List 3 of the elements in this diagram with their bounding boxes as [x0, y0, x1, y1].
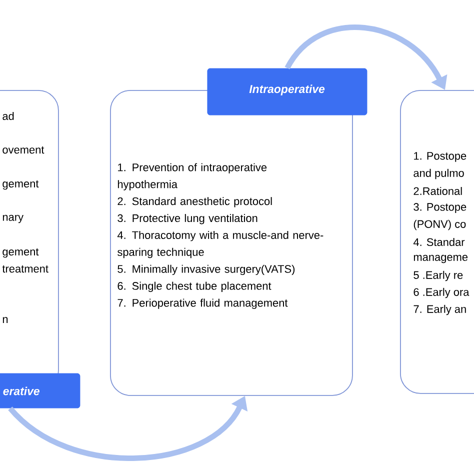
heading-banner: Intraoperative [207, 68, 368, 116]
list-box: 1. Postope and pulmo 2.Rational 3. Postope (PONV) co 4. Standar manageme 5 .Early re 6 .Early ora 7. Early an [400, 90, 474, 394]
heading-banner: erative [0, 373, 80, 408]
